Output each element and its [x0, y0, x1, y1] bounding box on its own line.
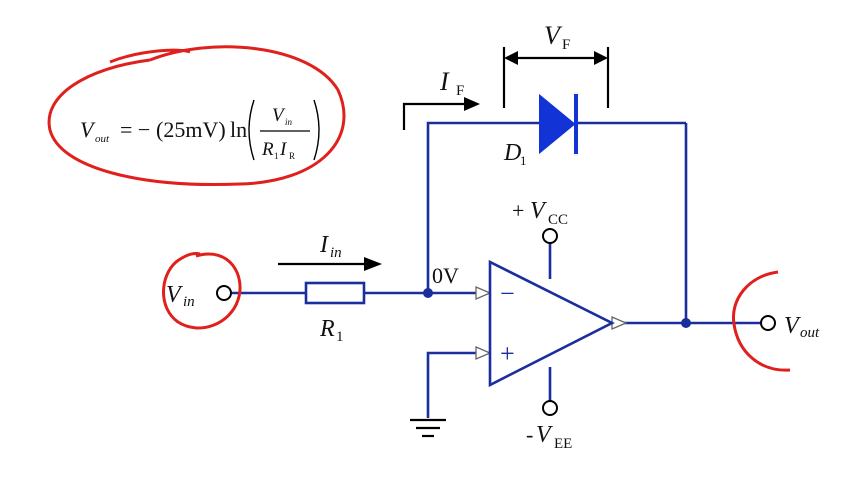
vin-label: V	[166, 282, 183, 308]
vee-prefix: -	[526, 422, 533, 447]
formula-left-paren	[248, 99, 255, 161]
ground-symbol	[410, 418, 446, 438]
op-amp-triangle	[488, 259, 615, 388]
formula-den-i-sub: R	[289, 151, 295, 161]
formula-lhs-sub: out	[95, 133, 110, 145]
d1-label-sub: 1	[520, 153, 527, 168]
zero-volt-label: 0V	[432, 263, 459, 288]
formula-right-paren	[313, 99, 320, 161]
vout-label-sub: out	[800, 325, 820, 341]
iin-label: I	[319, 232, 329, 258]
formula-den-i: I	[279, 139, 288, 160]
vin-label-sub: in	[183, 294, 195, 310]
iin-label-sub: in	[330, 245, 342, 261]
formula-ln: ln	[230, 117, 247, 142]
vcc-label: V	[530, 198, 547, 224]
junction-dot-output	[681, 318, 691, 328]
r1-label-sub: 1	[336, 329, 344, 345]
junction-dot-input	[423, 288, 433, 298]
vout-label: V	[784, 313, 801, 339]
noninverting-input-pin-marker	[475, 346, 492, 360]
vout-annotation-arc	[731, 270, 791, 372]
if-label-sub: F	[456, 83, 464, 99]
vee-label: V	[536, 422, 553, 448]
formula-numerator: V	[272, 105, 286, 126]
formula: V out = − (25mV) ln V in R 1 I R	[80, 99, 320, 161]
vcc-terminal	[542, 228, 558, 244]
vf-label-sub: F	[562, 37, 570, 53]
formula-den-r-sub: 1	[274, 151, 279, 161]
formula-lhs: V	[80, 117, 96, 142]
vcc-label-sub: CC	[548, 212, 568, 228]
inverting-input-pin-marker	[475, 286, 492, 300]
vcc-prefix: +	[512, 198, 524, 223]
diode-d1	[539, 93, 578, 155]
vee-terminal	[542, 400, 558, 416]
circuit-wires	[232, 121, 760, 418]
vin-annotation-circle	[162, 252, 242, 330]
op-amp-plus-sign: +	[500, 339, 515, 368]
op-amp-minus-sign: −	[500, 279, 515, 308]
formula-coefficient: (25mV)	[156, 117, 226, 142]
r1-label: R	[319, 316, 335, 342]
vout-terminal	[760, 315, 776, 331]
formula-numerator-sub: in	[285, 117, 293, 127]
vf-label: V	[544, 21, 563, 50]
formula-equals-minus: = −	[120, 117, 150, 142]
vee-label-sub: EE	[554, 436, 572, 452]
formula-den-r: R	[261, 139, 274, 160]
formula-annotation-circle	[47, 45, 346, 186]
vin-terminal	[216, 285, 232, 301]
d1-label: D	[503, 140, 521, 166]
iin-current-arrow	[278, 257, 382, 271]
vf-dimension	[502, 47, 610, 108]
if-label: I	[439, 67, 450, 96]
resistor-r1	[304, 281, 366, 305]
if-current-arrow	[402, 97, 480, 130]
